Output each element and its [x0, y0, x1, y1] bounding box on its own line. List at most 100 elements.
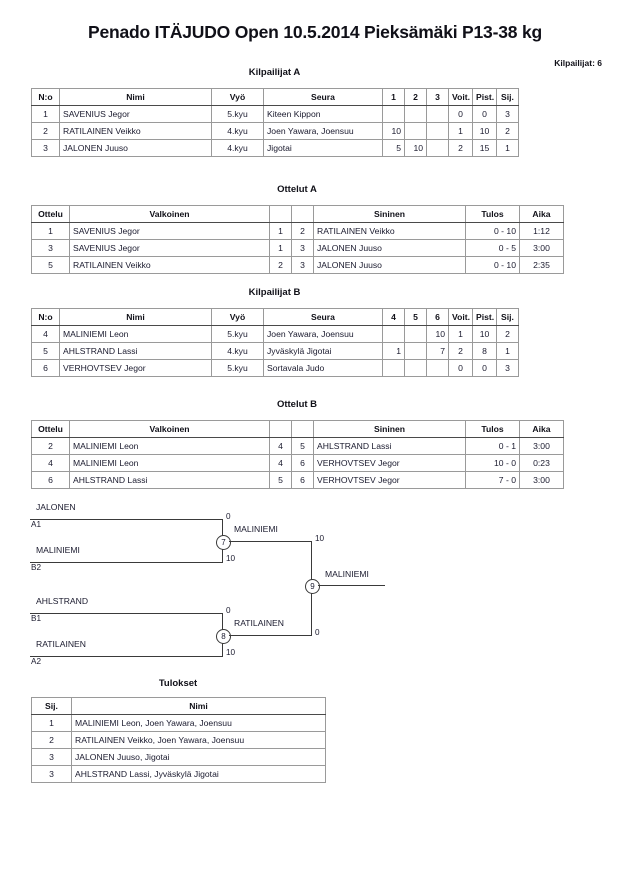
cell-m2: [404, 105, 427, 123]
cell-m4: [382, 359, 405, 377]
cell-blue-no: 6: [291, 454, 314, 472]
cell-wins: 2: [448, 342, 473, 360]
cell-name: JALONEN Juuso: [59, 139, 212, 157]
table-header-row: N:o Nimi Vyö Seura 4 5 6 Voit. Pist. Sij…: [31, 308, 519, 326]
bracket-node-8[interactable]: 8: [216, 629, 231, 644]
table-row: 3 AHLSTRAND Lassi, Jyväskylä Jigotai: [31, 765, 326, 783]
bracket-line: [30, 613, 223, 615]
col-points: Pist.: [472, 88, 497, 106]
cell-points: 10: [472, 122, 497, 140]
cell-name: SAVENIUS Jegor: [59, 105, 212, 123]
bracket-champion-name: MALINIEMI: [325, 569, 369, 579]
cell-result: 10 - 0: [465, 454, 520, 472]
bracket-line: [30, 562, 223, 564]
bracket-node-7[interactable]: 7: [216, 535, 231, 550]
cell-rank: 2: [496, 122, 519, 140]
cell-m1: [382, 105, 405, 123]
cell-white: SAVENIUS Jegor: [69, 222, 270, 240]
table-row: 4 MALINIEMI Leon 4 6 VERHOVTSEV Jegor 10…: [31, 454, 564, 472]
cell-white: AHLSTRAND Lassi: [69, 471, 270, 489]
bracket-winner-name: RATILAINEN: [234, 618, 284, 628]
col-club: Seura: [263, 308, 383, 326]
col-m2: 2: [404, 88, 427, 106]
col-result: Tulos: [465, 420, 520, 438]
cell-points: 0: [472, 105, 497, 123]
bracket-competitor-name: MALINIEMI: [36, 545, 80, 555]
bracket-score: 10: [226, 554, 236, 563]
bracket-score: 0: [315, 628, 320, 637]
cell-rank: 2: [496, 325, 519, 343]
cell-name: JALONEN Juuso, Jigotai: [71, 748, 326, 766]
table-row: 5 AHLSTRAND Lassi 4.kyu Jyväskylä Jigota…: [31, 342, 519, 360]
cell-time: 3:00: [519, 239, 564, 257]
cell-white-no: 5: [269, 471, 292, 489]
cell-bout: 2: [31, 437, 70, 455]
col-m6: 6: [426, 308, 449, 326]
col-result: Tulos: [465, 205, 520, 223]
bracket-competitor-name: AHLSTRAND: [36, 596, 89, 606]
cell-m4: 1: [382, 342, 405, 360]
cell-m1: 10: [382, 122, 405, 140]
entrant-count: Kilpailijat: 6: [554, 58, 602, 68]
cell-time: 3:00: [519, 437, 564, 455]
cell-time: 0:23: [519, 454, 564, 472]
cell-belt: 4.kyu: [211, 139, 264, 157]
pool-b-table: N:o Nimi Vyö Seura 4 5 6 Voit. Pist. Sij…: [31, 308, 519, 377]
cell-club: Joen Yawara, Joensuu: [263, 122, 383, 140]
cell-blue: AHLSTRAND Lassi: [313, 437, 466, 455]
cell-rank: 2: [31, 731, 72, 749]
cell-blue-no: 6: [291, 471, 314, 489]
col-rank: Sij.: [31, 697, 72, 715]
heading-pool-b: Kilpailijat B: [248, 287, 301, 298]
bracket-node-9[interactable]: 9: [305, 579, 320, 594]
cell-white: MALINIEMI Leon: [69, 454, 270, 472]
heading-results: Tulokset: [158, 678, 198, 689]
col-name: Nimi: [59, 88, 212, 106]
table-row: 5 RATILAINEN Veikko 2 3 JALONEN Juuso 0 …: [31, 256, 564, 274]
heading-pool-a: Kilpailijat A: [248, 67, 301, 78]
col-no: N:o: [31, 88, 60, 106]
table-header-row: Ottelu Valkoinen Sininen Tulos Aika: [31, 420, 564, 438]
bracket-score: 0: [226, 606, 231, 615]
cell-white-no: 1: [269, 239, 292, 257]
cell-result: 0 - 5: [465, 239, 520, 257]
bracket-line: [318, 585, 385, 587]
cell-time: 2:35: [519, 256, 564, 274]
col-white-no: [269, 420, 292, 438]
cell-white-no: 4: [269, 454, 292, 472]
matches-a-table: Ottelu Valkoinen Sininen Tulos Aika 1 SA…: [31, 205, 564, 274]
cell-white-no: 4: [269, 437, 292, 455]
cell-wins: 2: [448, 139, 473, 157]
bracket-seed: B2: [31, 563, 42, 572]
bracket-line: [30, 519, 223, 521]
table-row: 6 AHLSTRAND Lassi 5 6 VERHOVTSEV Jegor 7…: [31, 471, 564, 489]
cell-name: RATILAINEN Veikko: [59, 122, 212, 140]
cell-rank: 3: [496, 359, 519, 377]
cell-club: Kiteen Kippon: [263, 105, 383, 123]
cell-belt: 4.kyu: [211, 122, 264, 140]
bracket-winner-name: MALINIEMI: [234, 524, 278, 534]
cell-white: RATILAINEN Veikko: [69, 256, 270, 274]
table-row: 1 SAVENIUS Jegor 5.kyu Kiteen Kippon 0 0…: [31, 105, 519, 123]
bracket-line: [229, 541, 312, 543]
cell-result: 0 - 1: [465, 437, 520, 455]
cell-blue-no: 5: [291, 437, 314, 455]
table-row: 4 MALINIEMI Leon 5.kyu Joen Yawara, Joen…: [31, 325, 519, 343]
cell-m2: [404, 122, 427, 140]
cell-white-no: 1: [269, 222, 292, 240]
cell-m5: [404, 359, 427, 377]
table-row: 6 VERHOVTSEV Jegor 5.kyu Sortavala Judo …: [31, 359, 519, 377]
cell-name: VERHOVTSEV Jegor: [59, 359, 212, 377]
cell-m3: [426, 139, 449, 157]
cell-rank: 3: [496, 105, 519, 123]
cell-m5: [404, 342, 427, 360]
cell-wins: 0: [448, 105, 473, 123]
cell-m3: [426, 122, 449, 140]
cell-time: 1:12: [519, 222, 564, 240]
bracket-seed: A1: [31, 520, 42, 529]
bracket-score: 10: [226, 648, 236, 657]
col-blue: Sininen: [313, 205, 466, 223]
heading-matches-a: Ottelut A: [277, 184, 317, 195]
cell-belt: 5.kyu: [211, 325, 264, 343]
elimination-bracket: JALONEN A1 0 MALINIEMI B2 10 7 MALINIEMI…: [0, 495, 630, 675]
